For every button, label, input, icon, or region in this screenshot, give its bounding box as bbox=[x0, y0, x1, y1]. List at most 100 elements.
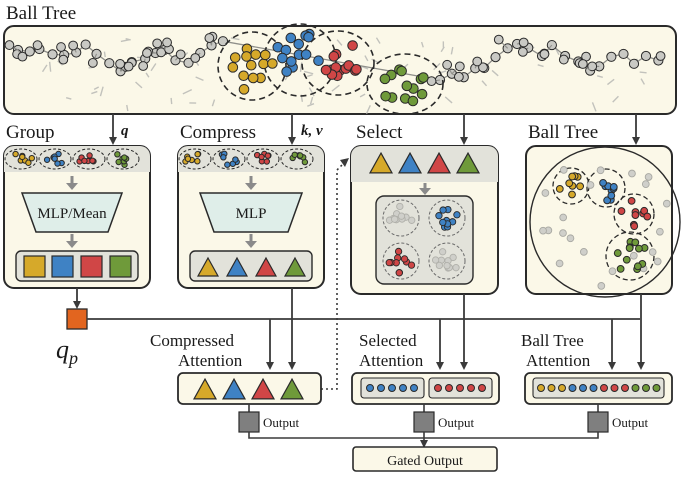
scatter-dash bbox=[171, 98, 172, 104]
gray-point bbox=[559, 55, 568, 64]
gray-point bbox=[656, 228, 663, 235]
balltree-key-dot bbox=[548, 385, 555, 392]
gray-point bbox=[578, 60, 587, 69]
blue-point bbox=[600, 179, 607, 186]
green-point bbox=[636, 245, 643, 252]
compress-panel-title: Compress bbox=[180, 122, 256, 143]
yellow-point bbox=[246, 60, 256, 70]
gray-point bbox=[48, 50, 57, 59]
selected-attn-label-line2: Attention bbox=[359, 351, 424, 370]
cluster-point bbox=[391, 216, 397, 222]
header-point bbox=[13, 151, 18, 156]
gray-point bbox=[560, 230, 567, 237]
cluster-point bbox=[454, 212, 460, 218]
red-point bbox=[348, 41, 358, 51]
yellow-point bbox=[242, 52, 252, 62]
header-point bbox=[297, 153, 302, 158]
balltree-key-dot bbox=[569, 385, 576, 392]
yellow-point bbox=[248, 73, 258, 83]
balltree-key-dot bbox=[622, 385, 629, 392]
scatter-dash bbox=[640, 72, 647, 73]
green-point bbox=[626, 245, 633, 252]
gray-point bbox=[143, 49, 152, 58]
red-point bbox=[618, 208, 625, 215]
balltree-key-dot bbox=[580, 385, 587, 392]
blue-key-dot bbox=[367, 385, 374, 392]
cluster-point bbox=[440, 207, 446, 213]
blue-point bbox=[610, 184, 617, 191]
yellow-point bbox=[261, 50, 271, 60]
header-point bbox=[233, 157, 238, 162]
cluster-point bbox=[444, 262, 450, 268]
header-point bbox=[259, 154, 264, 159]
yellow-point bbox=[239, 71, 249, 81]
gray-point bbox=[105, 59, 114, 68]
header-point bbox=[44, 157, 49, 162]
gray-point bbox=[642, 181, 649, 188]
blue-key-dot bbox=[389, 385, 396, 392]
gray-point bbox=[560, 214, 567, 221]
green-point bbox=[632, 239, 639, 246]
red-point bbox=[644, 213, 651, 220]
header-point bbox=[55, 161, 60, 166]
gated-output-label: Gated Output bbox=[387, 454, 463, 469]
balltree-key-dot bbox=[643, 385, 650, 392]
gray-point bbox=[641, 51, 650, 60]
header-point bbox=[264, 159, 269, 164]
balltree-attn-label-line1: Ball Tree bbox=[521, 331, 584, 350]
balltree-panel-title: Ball Tree bbox=[528, 122, 598, 143]
header-point bbox=[116, 159, 121, 164]
gray-point bbox=[518, 47, 527, 56]
gray-point bbox=[443, 60, 452, 69]
balltree-key-dot bbox=[538, 385, 545, 392]
qp-token-icon bbox=[67, 309, 87, 329]
header-point bbox=[292, 152, 297, 157]
red-key-dot bbox=[435, 385, 442, 392]
cluster-point bbox=[386, 259, 392, 265]
selected-output-label: Output bbox=[438, 415, 475, 430]
compressed-output-label: Output bbox=[263, 415, 300, 430]
gray-point bbox=[609, 268, 616, 275]
green-point bbox=[408, 96, 418, 106]
cluster-point bbox=[439, 249, 445, 255]
red-point bbox=[632, 212, 639, 219]
gray-point bbox=[580, 248, 587, 255]
header-point bbox=[82, 158, 87, 163]
gray-point bbox=[630, 252, 637, 259]
yellow-point bbox=[230, 53, 240, 63]
cluster-point bbox=[453, 264, 459, 270]
yellow-point bbox=[566, 180, 573, 187]
gray-point bbox=[491, 53, 500, 62]
gray-point bbox=[473, 57, 482, 66]
cluster-point bbox=[397, 203, 403, 209]
yellow-point bbox=[239, 85, 249, 95]
blue-point bbox=[286, 33, 296, 43]
gray-point bbox=[124, 62, 133, 71]
cluster-point bbox=[440, 219, 446, 225]
gray-point bbox=[598, 282, 605, 289]
cluster-point bbox=[398, 213, 404, 219]
gray-point bbox=[607, 52, 616, 61]
green-point bbox=[402, 81, 412, 91]
gray-point bbox=[656, 52, 665, 61]
red-point bbox=[631, 223, 638, 230]
scatter-dash bbox=[104, 52, 105, 57]
gray-point bbox=[629, 59, 638, 68]
gray-point bbox=[645, 174, 652, 181]
balltree-key-dot bbox=[559, 385, 566, 392]
gray-point bbox=[619, 49, 628, 58]
green-point bbox=[419, 73, 429, 83]
gray-point bbox=[494, 35, 503, 44]
balltree-output-gate-icon bbox=[588, 412, 608, 432]
red-point bbox=[321, 65, 331, 75]
gray-point bbox=[57, 43, 66, 52]
square-token-yellow-icon bbox=[24, 256, 45, 277]
compressed-output-gate-icon bbox=[239, 412, 259, 432]
blue-point bbox=[282, 67, 292, 77]
gray-point bbox=[649, 249, 656, 256]
gray-point bbox=[654, 258, 661, 265]
blue-point bbox=[301, 50, 311, 60]
gray-point bbox=[153, 39, 162, 48]
top-panel-title: Ball Tree bbox=[6, 3, 76, 24]
green-point bbox=[623, 256, 630, 263]
